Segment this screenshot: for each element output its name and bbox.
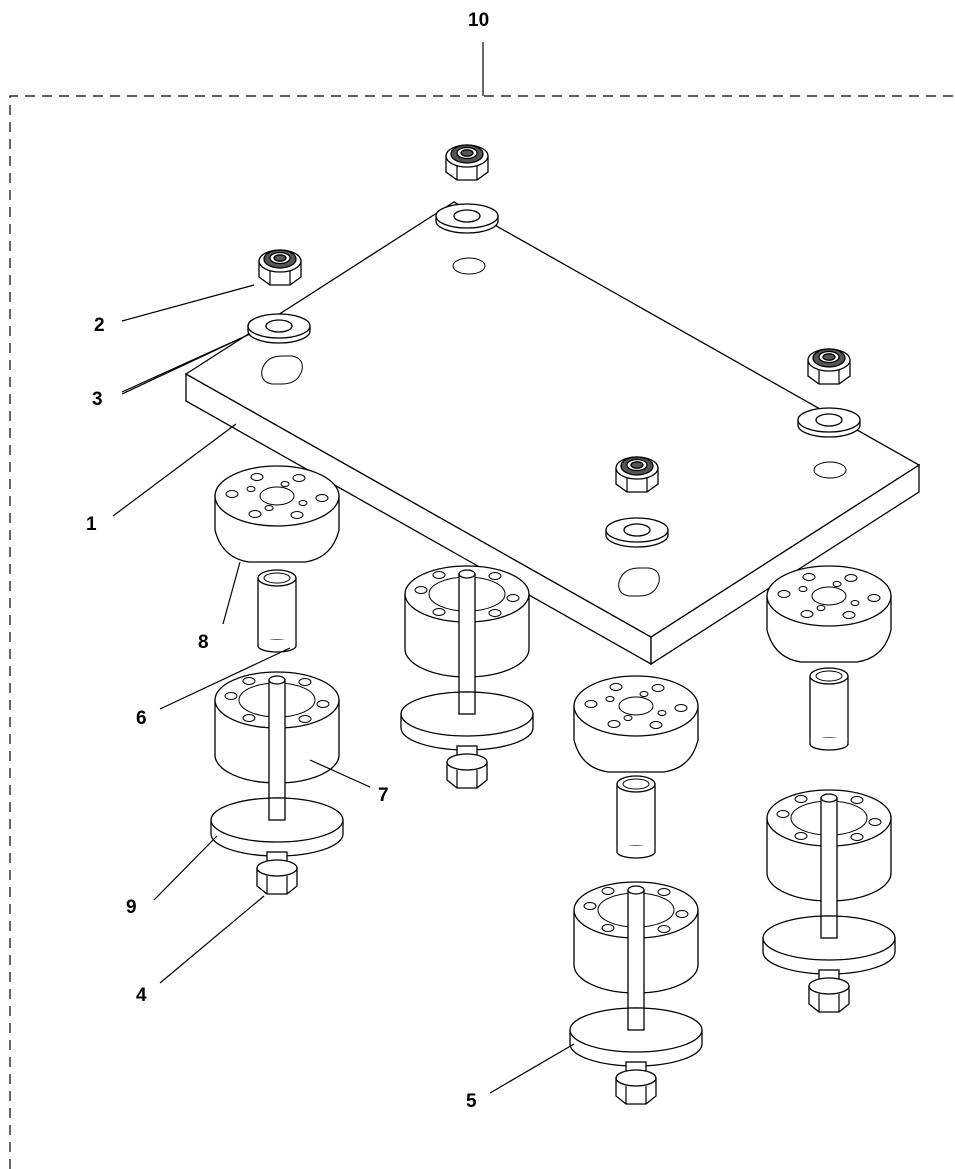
callout-8: 8 [198, 632, 209, 653]
callout-6: 6 [136, 708, 147, 729]
isolator-stack-front [569, 675, 703, 1105]
lock-nut-left [258, 249, 302, 286]
assembly-boundary [9, 42, 955, 1169]
callout-5: 5 [466, 1091, 477, 1112]
washer-left [247, 313, 311, 344]
isolator-stack-left [210, 465, 344, 895]
callout-4: 4 [136, 985, 147, 1006]
isolator-stack-right [762, 565, 896, 1013]
washer-right [797, 407, 861, 438]
callout-10: 10 [468, 10, 489, 31]
isolator-stack-rear [400, 565, 534, 789]
lock-nut-top-rear [445, 144, 489, 181]
callout-1: 1 [86, 514, 97, 535]
lock-nut-right [807, 348, 851, 385]
mounting-plate [184, 201, 921, 666]
callout-2: 2 [94, 315, 105, 336]
callout-7: 7 [378, 785, 389, 806]
washer-top-rear [435, 203, 499, 234]
leader-lines [112, 284, 575, 1094]
lock-nut-front [615, 456, 659, 493]
callout-3: 3 [92, 389, 103, 410]
callout-9: 9 [126, 897, 137, 918]
washer-front [605, 517, 669, 548]
